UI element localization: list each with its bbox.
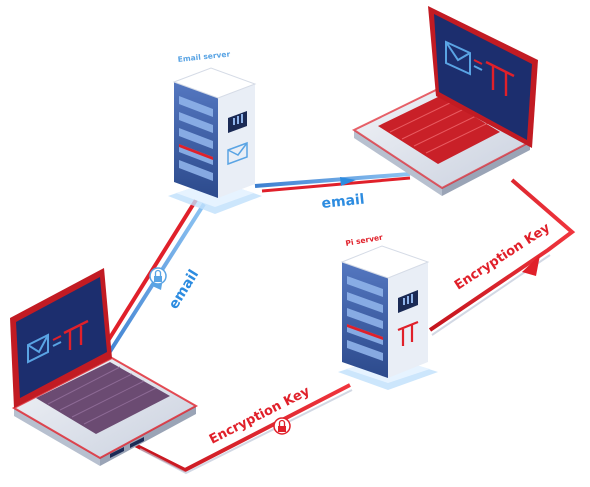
pi-server-label: Pi server xyxy=(345,233,384,248)
email-label-left: email xyxy=(166,267,202,312)
lock-icon xyxy=(278,419,286,432)
key-path-right xyxy=(428,178,576,332)
receiver-screen xyxy=(434,14,532,140)
connections xyxy=(94,172,576,475)
email-server: Email server xyxy=(168,50,262,214)
lock-badge-key xyxy=(273,417,291,435)
key-path-bottom xyxy=(134,383,351,473)
email-path-right-blue xyxy=(254,172,411,188)
pi-symbol-icon xyxy=(485,60,515,96)
key-path-bottom-shadow xyxy=(139,389,353,475)
receiver-keyboard xyxy=(378,96,500,164)
bar-chart-icon xyxy=(398,290,418,313)
email-path-right-red xyxy=(261,176,411,193)
email-server-label: Email server xyxy=(177,50,231,64)
email-label-top: email xyxy=(321,192,366,212)
sender-keyboard xyxy=(36,362,170,434)
receiver-laptop xyxy=(351,6,538,196)
bar-chart-icon xyxy=(228,111,247,133)
envelope-icon xyxy=(227,141,248,166)
email-path-up-red xyxy=(94,198,198,362)
email-server-side xyxy=(218,84,255,198)
envelope-icon xyxy=(445,40,471,76)
sender-laptop xyxy=(10,268,199,466)
lock-icon xyxy=(154,269,162,282)
envelope-icon xyxy=(27,333,49,364)
pi-server: Pi server xyxy=(338,233,438,390)
pi-symbol-icon xyxy=(63,319,89,350)
encryption-key-label-bottom: Encryption Key xyxy=(207,384,313,448)
lock-badge-email xyxy=(149,267,167,285)
exchange-arrows-icon xyxy=(473,59,483,71)
sender-screen xyxy=(16,277,107,398)
pi-server-side xyxy=(388,262,428,378)
pi-symbol-icon xyxy=(397,320,419,346)
exchange-arrows-icon xyxy=(52,335,62,347)
arrow-key-icon xyxy=(522,255,540,276)
arrow-right-icon xyxy=(340,177,356,186)
